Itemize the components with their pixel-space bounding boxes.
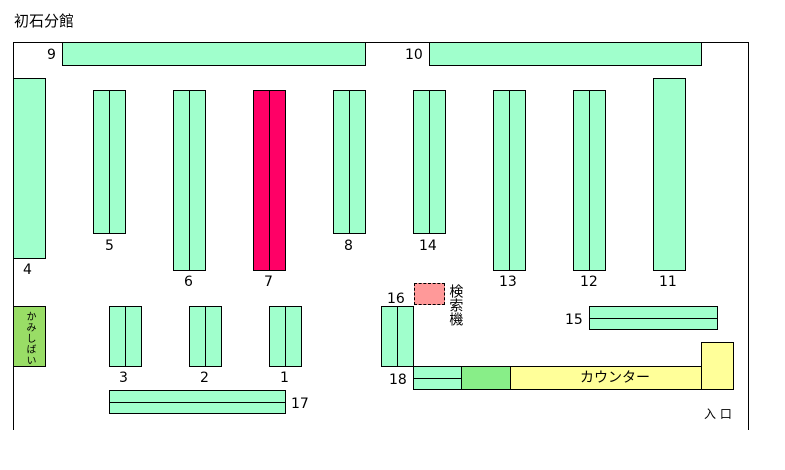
shelf-3[interactable] [109, 306, 142, 367]
shelf-7-divider [269, 91, 270, 270]
wall-right [748, 42, 749, 430]
shelf-3-label: 3 [119, 370, 128, 386]
search-terminal-label: 検索機 [447, 284, 464, 326]
shelf-4[interactable] [13, 78, 46, 259]
shelf-9[interactable] [62, 42, 366, 66]
shelf-5-divider [109, 91, 110, 233]
shelf-9-label: 9 [47, 47, 56, 63]
shelf-13-divider [509, 91, 510, 270]
shelf-2-divider [205, 307, 206, 366]
shelf-16[interactable] [381, 306, 414, 367]
wall-top-middle [365, 42, 430, 43]
kamishibai-rack[interactable] [13, 306, 46, 367]
shelf-5[interactable] [93, 90, 126, 234]
shelf-11[interactable] [653, 78, 686, 271]
shelf-17[interactable] [109, 390, 286, 414]
shelf-12-label: 12 [580, 274, 598, 290]
shelf-10[interactable] [429, 42, 702, 66]
shelf-15-divider [590, 318, 717, 319]
shelf-15-label: 15 [565, 312, 583, 328]
shelf-10-label: 10 [405, 47, 423, 63]
shelf-7-label: 7 [264, 274, 273, 290]
entrance-label: 入 口 [704, 407, 732, 421]
shelf-6-label: 6 [184, 274, 193, 290]
shelf-15[interactable] [589, 306, 718, 330]
shelf-3-divider [125, 307, 126, 366]
shelf-8-label: 8 [344, 238, 353, 254]
shelf-1-label: 1 [280, 370, 289, 386]
shelf-1[interactable] [269, 306, 302, 367]
shelf-8[interactable] [333, 90, 366, 234]
shelf-11-label: 11 [659, 274, 677, 290]
shelf-5-label: 5 [105, 238, 114, 254]
shelf-12-divider [589, 91, 590, 270]
shelf-13[interactable] [493, 90, 526, 271]
search-terminal[interactable] [414, 283, 445, 305]
counter-label: カウンター [580, 370, 650, 386]
shelf-14-divider [429, 91, 430, 233]
wall-top-right [701, 42, 749, 43]
shelf-2[interactable] [189, 306, 222, 367]
shelf-16-divider [397, 307, 398, 366]
shelf-18-divider [414, 378, 461, 379]
wall-top-left [13, 42, 63, 43]
shelf-2-label: 2 [200, 370, 209, 386]
page-title: 初石分館 [14, 12, 75, 30]
shelf-8-divider [349, 91, 350, 233]
shelf-13-label: 13 [499, 274, 517, 290]
shelf-14[interactable] [413, 90, 446, 234]
shelf-16-label: 16 [387, 291, 405, 307]
shelf-17-divider [110, 402, 285, 403]
kamishibai-label: かみしばい [24, 311, 35, 366]
shelf-17-label: 17 [291, 396, 309, 412]
shelf-18[interactable] [413, 366, 462, 390]
counter-extension-mask [702, 366, 733, 389]
shelf-4-label: 4 [23, 262, 32, 278]
shelf-1-divider [285, 307, 286, 366]
shelf-12[interactable] [573, 90, 606, 271]
shelf-7-highlighted[interactable] [253, 90, 286, 271]
counter-main[interactable] [510, 366, 734, 390]
counter-side-section[interactable] [461, 366, 511, 390]
shelf-6[interactable] [173, 90, 206, 271]
shelf-6-divider [189, 91, 190, 270]
shelf-18-label: 18 [389, 372, 407, 388]
shelf-14-label: 14 [419, 238, 437, 254]
